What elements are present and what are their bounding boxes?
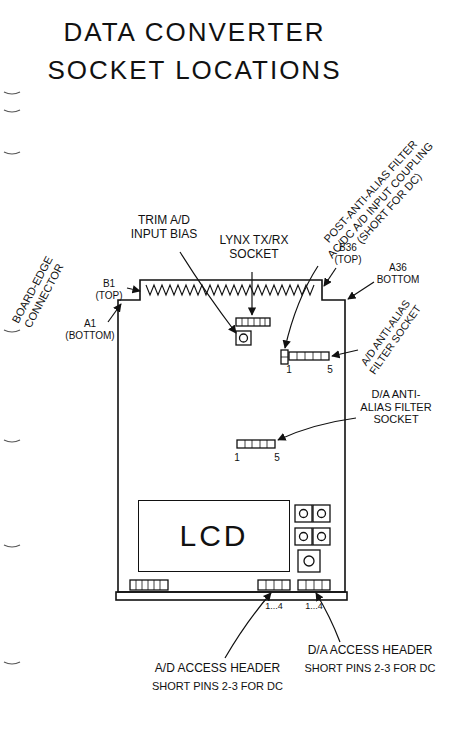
pin-number: 5: [325, 364, 335, 376]
socket-pins: [242, 318, 265, 326]
ad-access-header: [258, 580, 290, 590]
leader-arrow: [108, 304, 121, 322]
leader-arrow: [285, 266, 318, 348]
callout-label: LYNX TX/RX SOCKET: [210, 234, 298, 262]
pin-label: B36 (TOP): [328, 242, 368, 265]
leader-arrows: [108, 252, 374, 658]
pin-range: 1...4: [294, 601, 334, 611]
leader-arrow: [127, 288, 140, 291]
callout-note: SHORT PINS 2-3 FOR DC: [130, 680, 305, 693]
binder-mark: [4, 92, 20, 94]
binder-marks: [4, 92, 20, 664]
binder-mark: [4, 440, 20, 442]
callout-note: SHORT PINS 2-3 FOR DC: [290, 662, 450, 675]
ad-filter-socket: [289, 352, 329, 360]
panel-jack: [313, 528, 330, 545]
front-panel: [116, 592, 347, 600]
jumper-divider: [281, 357, 288, 358]
binder-mark: [4, 545, 20, 547]
leader-arrow: [278, 418, 356, 440]
leader-arrow: [225, 593, 271, 658]
callout-label: D/A ANTI-ALIAS FILTER SOCKET: [356, 388, 436, 426]
binder-mark: [4, 662, 20, 664]
leader-arrow: [324, 268, 336, 286]
panel-connector: [130, 580, 168, 590]
callout-label: A/D ANTI-ALIAS FILTER SOCKET: [351, 288, 428, 384]
header-pins: [306, 580, 322, 590]
callout-label: TRIM A/D INPUT BIAS: [124, 214, 204, 242]
pin-label: A1 (BOTTOM): [60, 318, 120, 341]
pin-number: 5: [272, 452, 282, 464]
callout-label: POST-ANTI-ALIAS FILTER AC/DC A/D INPUT C…: [310, 125, 451, 275]
da-access-header: [298, 580, 330, 590]
header-pins: [266, 580, 282, 590]
panel-jack: [298, 550, 320, 572]
lynx-socket: [236, 318, 270, 326]
da-filter-socket: [237, 440, 275, 448]
leader-arrow: [332, 350, 358, 356]
leader-arrow: [316, 593, 340, 642]
callout-label: A/D ACCESS HEADER: [130, 662, 305, 676]
jack-hole: [318, 533, 326, 541]
leader-arrow: [180, 252, 236, 333]
leader-arrow: [251, 272, 252, 315]
jack-hole: [318, 510, 326, 518]
jack-hole: [300, 533, 308, 541]
binder-mark: [4, 152, 20, 154]
pin-label: A36 BOTTOM: [372, 262, 424, 285]
coupling-jumper: [281, 350, 288, 364]
socket-pins: [297, 352, 321, 360]
pin-range: 1...4: [254, 601, 294, 611]
connector-label: BOARD-EDGE CONNECTOR: [7, 249, 69, 335]
trim-pot: [236, 331, 251, 345]
jack-hole: [304, 556, 314, 566]
panel-jack: [295, 505, 312, 522]
components: [130, 318, 330, 590]
binder-mark: [4, 110, 20, 112]
pin-number: 1: [232, 452, 242, 464]
panel-jack: [313, 505, 330, 522]
binder-mark: [4, 330, 20, 332]
diagram-title: DATA CONVERTER SOCKET LOCATIONS: [22, 14, 367, 89]
pin-number: 1: [284, 364, 294, 376]
display-box: LCD: [138, 500, 290, 572]
panel-jack: [295, 528, 312, 545]
socket-pins: [245, 440, 267, 448]
jack-hole: [300, 510, 308, 518]
connector-pins: [136, 580, 160, 590]
leader-arrow: [348, 282, 374, 299]
trim-pot-screw: [240, 334, 248, 342]
edge-connector-fingers: [146, 285, 314, 295]
callout-label: D/A ACCESS HEADER: [290, 644, 450, 658]
pin-label: B1 (TOP): [90, 278, 128, 301]
display-label: LCD: [179, 519, 248, 553]
